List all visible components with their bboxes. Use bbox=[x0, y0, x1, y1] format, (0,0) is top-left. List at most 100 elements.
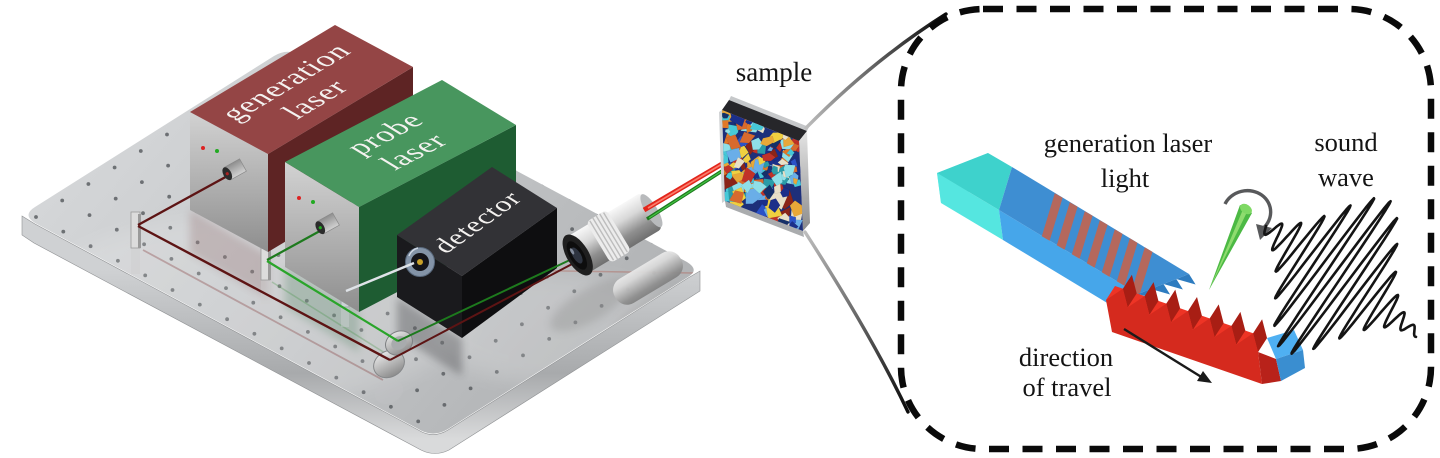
table-hole bbox=[112, 165, 117, 170]
direction-arrowhead bbox=[1197, 371, 1212, 383]
generation-laser-front-face bbox=[190, 112, 268, 252]
table-hole bbox=[485, 90, 489, 94]
beam-paths bbox=[137, 172, 575, 362]
generation-laser-light-label-line1: generation laser bbox=[1044, 128, 1213, 158]
ridge-flanks bbox=[1122, 274, 1267, 352]
probe-laser-front-face bbox=[285, 162, 359, 312]
table-hole bbox=[617, 39, 621, 43]
callout-line-top bbox=[804, 12, 948, 130]
mirror2-reflection bbox=[261, 280, 270, 304]
table-hole bbox=[565, 102, 570, 107]
lens-glass-highlight bbox=[569, 248, 575, 255]
lens-barrel-reflection bbox=[550, 278, 630, 332]
table-hole bbox=[539, 119, 544, 124]
table-hole bbox=[512, 104, 517, 109]
table-hole bbox=[644, 53, 649, 58]
ridge-flank bbox=[1122, 274, 1137, 308]
generation-laser-top-sheen bbox=[190, 25, 413, 154]
table-hole bbox=[86, 182, 91, 186]
table-hole bbox=[141, 211, 145, 216]
sound-wave-label-line2: wave bbox=[1318, 162, 1374, 192]
table-hole bbox=[61, 229, 66, 234]
table-hole bbox=[624, 256, 629, 261]
bar-front-cyan bbox=[937, 173, 1003, 240]
sample-plate: sample bbox=[719, 57, 812, 237]
table-hole bbox=[468, 386, 473, 391]
lens-barrel bbox=[562, 194, 663, 276]
table-hole bbox=[569, 196, 573, 200]
return-beam-to-detector bbox=[345, 261, 415, 293]
table-hole bbox=[703, 207, 707, 211]
ridge-flank bbox=[1231, 311, 1246, 345]
bar-front-blue bbox=[999, 210, 1142, 324]
mosaic-grain bbox=[722, 119, 729, 129]
lens-barrel-ring-ribs bbox=[589, 212, 628, 261]
table-hole bbox=[140, 180, 144, 185]
table-hole bbox=[618, 69, 622, 74]
ridge-flank bbox=[1209, 304, 1224, 338]
mosaic-grain bbox=[725, 172, 733, 180]
probe-laser-led-red bbox=[297, 196, 301, 200]
grating-stripe bbox=[1071, 211, 1093, 259]
red-beam-reflection bbox=[142, 249, 384, 381]
grating-stripes bbox=[1041, 193, 1153, 295]
table-hole bbox=[457, 75, 462, 80]
table-hole bbox=[113, 196, 118, 201]
mosaic-grain bbox=[773, 183, 782, 195]
generation-light-cone-top bbox=[1240, 203, 1252, 215]
mirror1-shade bbox=[138, 214, 141, 248]
table-hole bbox=[621, 163, 626, 167]
green-beam-reflection bbox=[271, 281, 397, 361]
generation-laser-led-green bbox=[215, 149, 219, 153]
table-hole bbox=[511, 73, 515, 78]
mosaic-grain bbox=[722, 112, 730, 119]
table-hole bbox=[166, 163, 171, 168]
table-hole bbox=[564, 41, 568, 45]
inset-sample-bar bbox=[937, 153, 1196, 324]
probe-laser-box: probe laser bbox=[285, 80, 516, 312]
table-hole bbox=[138, 149, 143, 153]
generation-beam-segment3 bbox=[389, 262, 575, 361]
table-hole bbox=[537, 57, 542, 61]
mosaic-grain bbox=[761, 170, 769, 178]
sample-label: sample bbox=[736, 57, 812, 87]
table-hole bbox=[647, 146, 652, 151]
probe-laser-reflection bbox=[285, 267, 359, 352]
generation-laser-top-face bbox=[190, 25, 413, 154]
mosaic-grain bbox=[741, 179, 753, 194]
table-hole bbox=[416, 419, 421, 424]
generation-laser-reflection bbox=[190, 210, 268, 298]
table-hole bbox=[167, 194, 172, 199]
probe-beam-segment3 bbox=[397, 258, 573, 342]
mosaic-grain bbox=[724, 128, 731, 134]
ridge-flank bbox=[1253, 319, 1267, 352]
lens-glass bbox=[571, 247, 583, 264]
detector-reflection bbox=[397, 297, 462, 376]
table-hole bbox=[568, 165, 572, 169]
generation-laser-light-label-line2: light bbox=[1101, 163, 1150, 193]
table-hole bbox=[114, 227, 119, 232]
table-hole bbox=[698, 51, 702, 55]
sample-frame-left bbox=[719, 110, 725, 203]
spare-cylinder bbox=[613, 251, 683, 305]
table-hole bbox=[699, 83, 703, 87]
probe-beam-segment2 bbox=[266, 260, 399, 342]
grating-stripe bbox=[1086, 220, 1108, 268]
ridges-front-face bbox=[1106, 288, 1262, 384]
bar-tip-front bbox=[1276, 350, 1305, 381]
direction-arrow bbox=[1123, 327, 1212, 383]
direction-arrow-shaft bbox=[1123, 327, 1204, 380]
soundwave-ridges bbox=[1106, 274, 1305, 384]
table-hole bbox=[590, 55, 595, 59]
table-hole bbox=[540, 150, 545, 155]
mosaic-grain bbox=[771, 165, 778, 175]
mosaic-grain bbox=[728, 190, 745, 204]
table-hole bbox=[592, 86, 596, 91]
ridge-flank bbox=[1144, 282, 1159, 315]
detector-box: detector bbox=[397, 167, 557, 338]
mosaic-grain bbox=[768, 198, 781, 213]
mosaic-grain bbox=[760, 135, 775, 147]
beams-to-sample bbox=[642, 161, 724, 221]
table-hole bbox=[510, 43, 514, 47]
generation-beam-core bbox=[647, 163, 723, 209]
